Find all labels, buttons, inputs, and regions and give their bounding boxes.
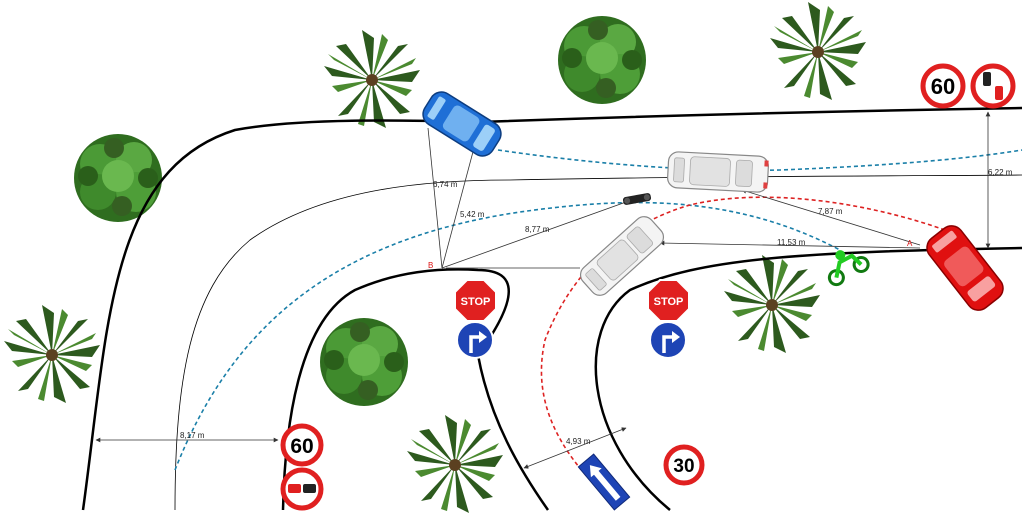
turn-right-sign bbox=[456, 321, 494, 359]
palm-tree-icon bbox=[324, 30, 420, 128]
tree-icon bbox=[320, 318, 408, 406]
speed-limit-sign: 60 bbox=[280, 423, 324, 467]
dimension-label-817: 8,17 m bbox=[180, 431, 205, 440]
tree-icon bbox=[558, 16, 646, 104]
svg-text:60: 60 bbox=[931, 74, 955, 99]
red-car-trajectory bbox=[540, 196, 946, 481]
turn-right-sign bbox=[649, 321, 687, 359]
svg-text:30: 30 bbox=[673, 456, 694, 477]
dimension-label-877: 8,77 m bbox=[525, 225, 550, 234]
palm-tree-icon bbox=[724, 255, 820, 353]
red-car-icon bbox=[926, 225, 1004, 311]
speed-limit-sign: 60 bbox=[920, 63, 966, 109]
palm-tree-icon bbox=[4, 305, 100, 403]
motorcycle-icon bbox=[827, 250, 870, 287]
point-b-label: B bbox=[428, 261, 433, 270]
dimension-label-542: 5,42 m bbox=[460, 210, 485, 219]
white-car-icon bbox=[667, 151, 769, 193]
no-overtaking-sign bbox=[970, 63, 1016, 109]
palm-tree-icon bbox=[407, 415, 503, 513]
one-way-sign bbox=[577, 453, 631, 511]
dimension-label-493: 4,93 m bbox=[566, 437, 591, 446]
svg-text:STOP: STOP bbox=[654, 296, 684, 308]
point-a-label: A bbox=[907, 239, 913, 248]
stop-sign: STOP bbox=[454, 279, 497, 322]
speed-limit-sign: 30 bbox=[663, 444, 705, 486]
motorcycle-trajectory bbox=[174, 201, 841, 471]
tree-icon bbox=[74, 134, 162, 222]
measurement-lines bbox=[95, 111, 991, 469]
blue-car-trajectory bbox=[497, 149, 1023, 172]
white-car-icon bbox=[579, 216, 665, 296]
road-centerline bbox=[174, 174, 1023, 511]
dimension-label-787: 7,87 m bbox=[818, 207, 843, 216]
svg-text:60: 60 bbox=[290, 435, 313, 458]
dimension-label-1153: 11,53 m bbox=[777, 238, 806, 247]
dimension-label-674: 6,74 m bbox=[433, 180, 458, 189]
dimension-label-622: 6,22 m bbox=[988, 168, 1013, 177]
palm-tree-icon bbox=[770, 2, 866, 100]
svg-text:STOP: STOP bbox=[461, 296, 491, 308]
stop-sign: STOP bbox=[647, 279, 690, 322]
motorcycle-icon bbox=[622, 193, 652, 205]
blue-car-icon bbox=[422, 91, 502, 157]
road-edges bbox=[81, 106, 1023, 511]
no-overtaking-sign bbox=[280, 467, 324, 511]
